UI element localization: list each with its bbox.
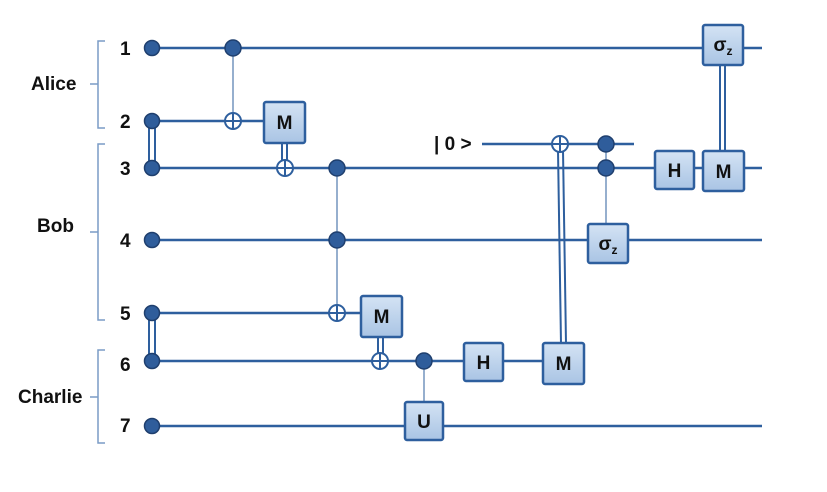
sigma-symbol: σ — [714, 35, 727, 56]
control-dot-anc — [597, 135, 615, 153]
qubit-label-6: 6 — [120, 355, 131, 376]
sigma-subscript: z — [612, 243, 618, 257]
gate-label-sigma-q4: σz — [599, 234, 618, 257]
qubit-label-2: 2 — [120, 112, 131, 133]
qubit-label-3: 3 — [120, 159, 131, 180]
gate-h-q3 — [653, 149, 696, 191]
control-dot-q1 — [224, 39, 242, 57]
target-symbols — [224, 112, 569, 370]
gate-h-q6 — [462, 341, 505, 383]
bracket-alice — [90, 40, 105, 129]
qubit-label-7: 7 — [120, 416, 131, 437]
qubit-node-1 — [143, 39, 161, 57]
control-dot-q4 — [328, 231, 346, 249]
gate-label-m-q2: M — [277, 113, 293, 134]
gate-label-m-q3: M — [716, 162, 732, 183]
classical-anc-b — [562, 149, 567, 345]
gate-label-sigma-q1: σz — [714, 35, 733, 58]
gate-label-h-q3: H — [668, 161, 682, 182]
qubit-label-5: 5 — [120, 304, 131, 325]
qubit-wires — [152, 46, 762, 428]
party-label-alice: Alice — [31, 74, 76, 95]
party-label-bob: Bob — [37, 216, 74, 237]
qubit-node-2 — [143, 112, 161, 130]
control-dot-q3 — [328, 159, 346, 177]
target-q5 — [328, 304, 346, 322]
target-q3 — [276, 159, 294, 177]
sigma-subscript: z — [727, 44, 733, 58]
party-label-charlie: Charlie — [18, 387, 82, 408]
qubit-start-nodes — [143, 39, 161, 435]
qubit-label-1: 1 — [120, 39, 131, 60]
control-dots — [224, 39, 615, 370]
gate-sigma-q1 — [701, 23, 745, 67]
ancilla-ket-label: | 0 > — [434, 134, 472, 155]
gate-m-q3 — [701, 149, 746, 193]
gate-label-m-q6: M — [556, 354, 572, 375]
gate-u-q7 — [403, 400, 445, 442]
sigma-symbol: σ — [599, 234, 612, 255]
target-q6 — [371, 352, 389, 370]
target-q2 — [224, 112, 242, 130]
gate-sigma-q4 — [586, 222, 630, 265]
control-dot-q6 — [415, 352, 433, 370]
bracket-bob — [90, 143, 105, 321]
double-links — [148, 65, 726, 361]
qubit-label-4: 4 — [120, 231, 131, 252]
qubit-node-6 — [143, 352, 161, 370]
target-ancilla — [551, 135, 569, 153]
gate-m-q2 — [262, 100, 307, 145]
qubit-node-5 — [143, 304, 161, 322]
control-dot-q3b — [597, 159, 615, 177]
gates — [262, 23, 746, 442]
qubit-node-3 — [143, 159, 161, 177]
classical-anc-a — [557, 149, 562, 345]
qubit-node-7 — [143, 417, 161, 435]
gate-m-q5 — [359, 294, 404, 339]
party-brackets — [90, 40, 105, 444]
gate-m-q6 — [541, 341, 586, 386]
gate-label-h-q6: H — [477, 353, 491, 374]
bracket-charlie — [90, 349, 105, 444]
gate-label-m-q5: M — [374, 307, 390, 328]
gate-label-u-q7: U — [417, 412, 431, 433]
qubit-node-4 — [143, 231, 161, 249]
